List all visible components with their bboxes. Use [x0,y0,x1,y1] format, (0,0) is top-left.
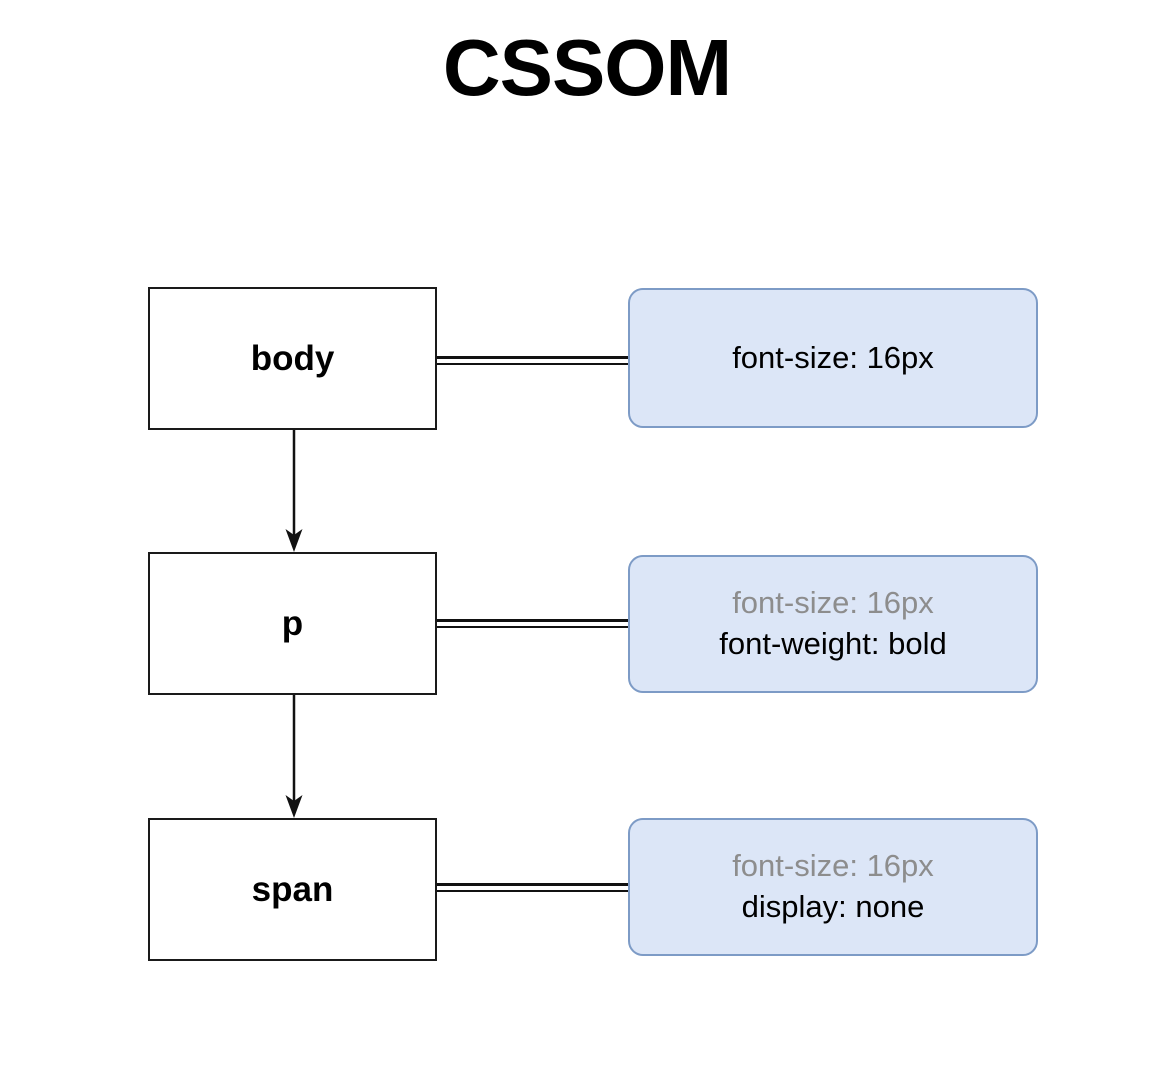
node-body[interactable]: body [148,287,437,430]
link-p-to-styles [437,619,628,628]
style-declaration: font-weight: bold [719,626,947,661]
link-body-to-styles [437,356,628,365]
style-declaration: display: none [741,889,925,924]
page-title: CSSOM [442,23,732,112]
style-bubble-body[interactable]: font-size: 16px [628,288,1038,428]
edge-body-to-p [284,430,304,552]
node-body-label: body [250,339,335,378]
node-p-label: p [281,604,304,643]
style-declaration-inherited: font-size: 16px [732,585,934,621]
edge-p-to-span [284,695,304,818]
style-bubble-span[interactable]: font-size: 16px display: none [628,818,1038,956]
style-declaration-inherited: font-size: 16px [732,848,934,884]
link-span-to-styles [437,883,628,892]
style-declaration: font-size: 16px [732,339,934,375]
node-span-label: span [251,870,334,909]
node-span[interactable]: span [148,818,437,961]
style-bubble-p[interactable]: font-size: 16px font-weight: bold [628,555,1038,693]
node-p[interactable]: p [148,552,437,695]
